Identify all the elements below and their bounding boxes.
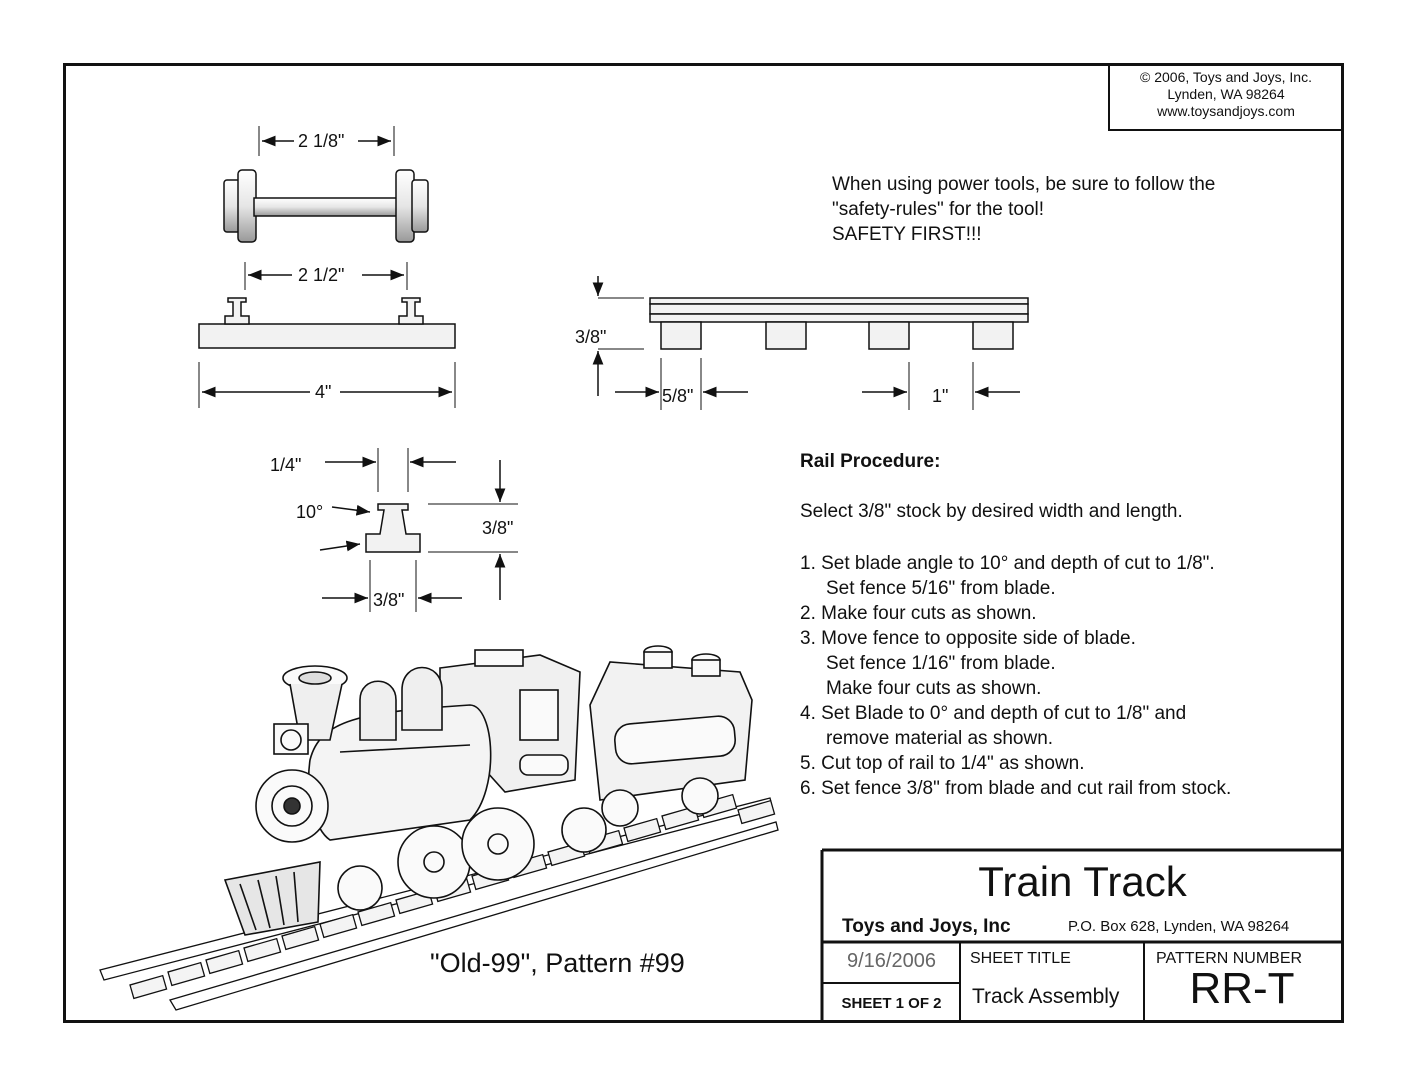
locomotive-caption: "Old-99", Pattern #99 bbox=[430, 948, 685, 978]
pattern-number: RR-T bbox=[1189, 964, 1295, 1013]
sheet-title-main: Train Track bbox=[978, 858, 1187, 905]
locomotive-illustration bbox=[223, 645, 753, 936]
sheet-number: SHEET 1 OF 2 bbox=[841, 995, 942, 1012]
safety-note: When using power tools, be sure to follo… bbox=[832, 172, 1215, 247]
step-line: 1. Set blade angle to 10° and depth of c… bbox=[800, 553, 1215, 574]
dim-rail-height: 3/8" bbox=[482, 518, 514, 538]
dim-track-height: 3/8" bbox=[575, 327, 607, 347]
step-line: 3. Move fence to opposite side of blade. bbox=[800, 628, 1136, 649]
step-line: 6. Set fence 3/8" from blade and cut rai… bbox=[800, 778, 1232, 799]
procedure-title: Rail Procedure: bbox=[800, 451, 941, 472]
tie-end-view bbox=[198, 262, 456, 408]
step-line: Set fence 5/16" from blade. bbox=[826, 578, 1056, 599]
step-line: 4. Set Blade to 0° and depth of cut to 1… bbox=[800, 703, 1187, 724]
safety-line-3: SAFETY FIRST!!! bbox=[832, 224, 982, 245]
sheet-title-label: SHEET TITLE bbox=[970, 950, 1071, 967]
copyright-line: © 2006, Toys and Joys, Inc. bbox=[1140, 69, 1312, 85]
pattern-number-label: PATTERN NUMBER bbox=[1156, 950, 1303, 967]
company-address: P.O. Box 628, Lynden, WA 98264 bbox=[1068, 918, 1290, 935]
dim-rail-angle: 10° bbox=[296, 502, 324, 522]
sheet-title: Track Assembly bbox=[972, 985, 1120, 1008]
rail-profile bbox=[319, 448, 518, 612]
safety-line-2: "safety-rules" for the tool! bbox=[832, 199, 1045, 220]
step-line: remove material as shown. bbox=[826, 728, 1054, 749]
copyright-url: www.toysandjoys.com bbox=[1157, 103, 1295, 119]
step-line: 5. Cut top of rail to 1/4" as shown. bbox=[800, 753, 1085, 774]
company-name: Toys and Joys, Inc bbox=[842, 916, 1011, 937]
step-line: Make four cuts as shown. bbox=[826, 678, 1042, 699]
dim-axle-width: 2 1/8" bbox=[298, 131, 345, 151]
step-line: 2. Make four cuts as shown. bbox=[800, 603, 1037, 624]
copyright-city: Lynden, WA 98264 bbox=[1167, 86, 1285, 102]
dim-tie-length: 4" bbox=[315, 382, 332, 402]
dim-tie-gap: 1" bbox=[932, 386, 949, 406]
step-line: Set fence 1/16" from blade. bbox=[826, 653, 1056, 674]
copyright-box: © 2006, Toys and Joys, Inc. Lynden, WA 9… bbox=[1108, 64, 1342, 131]
drawing-date: 9/16/2006 bbox=[847, 950, 936, 972]
dim-rail-base: 3/8" bbox=[373, 590, 405, 610]
drawing-frame bbox=[63, 63, 1344, 1023]
axle-drawing bbox=[223, 126, 429, 243]
track-side-view bbox=[592, 276, 1029, 410]
dim-tie-width: 5/8" bbox=[662, 386, 694, 406]
procedure-intro: Select 3/8" stock by desired width and l… bbox=[800, 501, 1183, 522]
procedure-steps: 1. Set blade angle to 10° and depth of c… bbox=[800, 551, 1231, 801]
dim-rail-spacing: 2 1/2" bbox=[298, 265, 345, 285]
safety-line-1: When using power tools, be sure to follo… bbox=[832, 174, 1216, 195]
dim-rail-top: 1/4" bbox=[270, 455, 302, 475]
